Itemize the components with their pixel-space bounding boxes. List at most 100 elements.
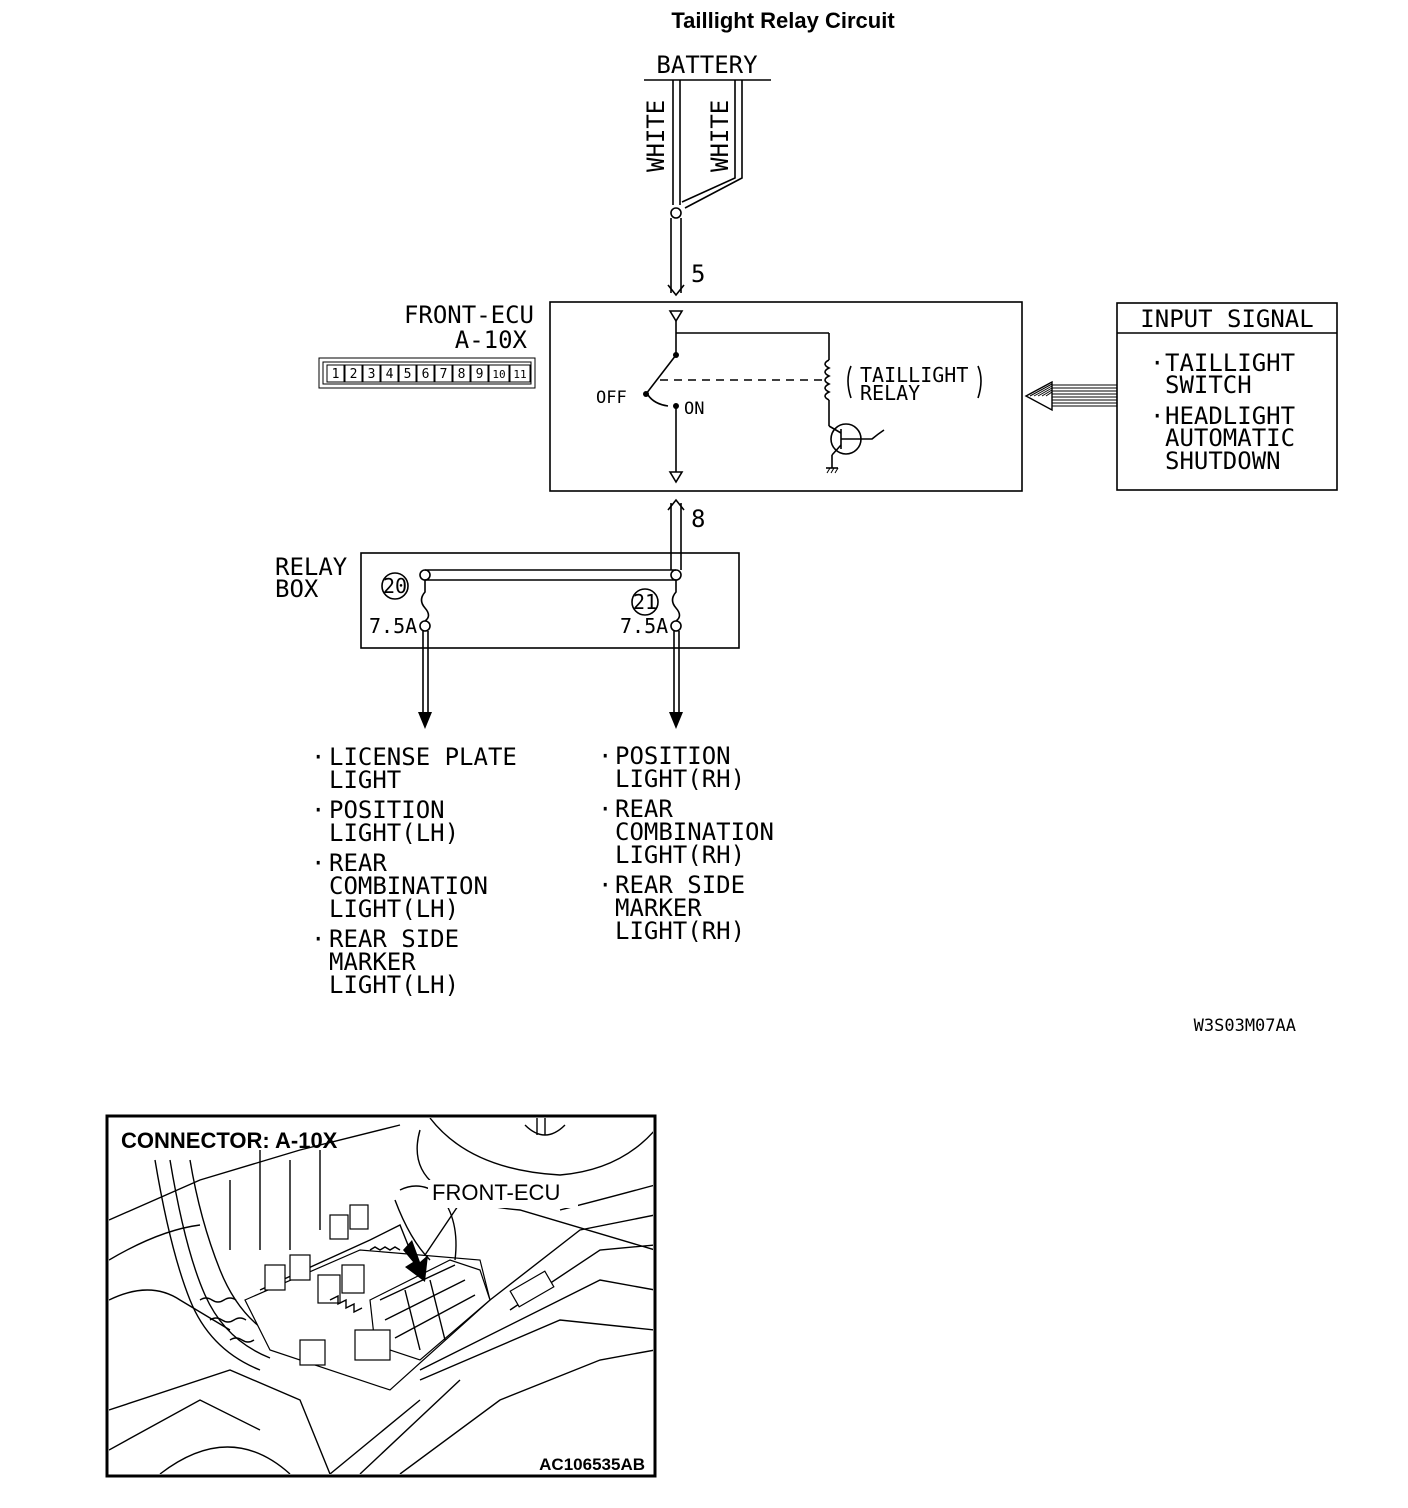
loads-right: ·POSITIONLIGHT(RH)·REARCOMBINATIONLIGHT(…: [598, 742, 774, 945]
connector-pin-cell: [362, 364, 381, 383]
transistor-emitter: [831, 444, 842, 456]
splice-point: [670, 207, 682, 219]
ground-hatch-3: [834, 467, 839, 474]
input-signal-section: INPUT SIGNAL · TAILLIGHT SWITCH · HEADLI…: [1024, 302, 1338, 491]
illustration-drawing: [109, 1118, 653, 1474]
load-bullet: ·: [598, 795, 612, 823]
battery-wire-d: [684, 80, 743, 209]
relay-box-label-2: BOX: [275, 575, 319, 603]
diagram-title: Taillight Relay Circuit: [671, 8, 895, 33]
fuse-20: [420, 580, 430, 622]
figure-code-1: W3S03M07AA: [1194, 1016, 1296, 1036]
relay-label-1: TAILLIGHT: [860, 363, 968, 387]
load-item-line: LIGHT(RH): [615, 765, 745, 793]
load-item-line: MARKER: [329, 948, 416, 976]
ecu-top-terminal: [668, 310, 684, 323]
terminal-bottom: 8: [691, 505, 705, 533]
battery-label: BATTERY: [656, 51, 758, 79]
output-right-arrow: [669, 712, 683, 729]
fuse-21-number: 21: [633, 590, 657, 614]
load-item-line: LIGHT(RH): [615, 917, 745, 945]
relay-box: [360, 552, 740, 649]
load-item-line: COMBINATION: [615, 818, 774, 846]
connector-pin-number: 3: [368, 367, 376, 382]
connector-pin-cell: [398, 364, 417, 383]
input-item-2-line-2: AUTOMATIC: [1165, 424, 1295, 452]
transistor-base-lead: [841, 429, 885, 440]
load-item-line: MARKER: [615, 894, 702, 922]
load-item-line: POSITION: [615, 742, 731, 770]
wire-color-left: WHITE: [642, 100, 670, 172]
switch-off-label: OFF: [596, 388, 627, 408]
connector-face-outer: [318, 357, 536, 389]
load-bullet: ·: [311, 925, 325, 953]
connector-face-inner: [322, 361, 532, 385]
figure-code-2: AC106535AB: [539, 1455, 645, 1474]
connector-pin-number: 9: [476, 367, 484, 382]
load-bullet: ·: [311, 743, 325, 771]
load-item-line: REAR: [615, 795, 673, 823]
fuse-21-rating: 7.5A: [620, 614, 668, 638]
load-bullet: ·: [311, 796, 325, 824]
transistor-collector: [828, 425, 842, 434]
connector-pin-cell: [452, 364, 471, 383]
input-item-2-line-3: SHUTDOWN: [1165, 447, 1281, 475]
fuse-21: [671, 580, 681, 622]
connector-box-title: CONNECTOR: A-10X: [121, 1128, 338, 1153]
input-signal-header: INPUT SIGNAL: [1140, 305, 1313, 333]
fuse-20-terminal: [419, 620, 431, 632]
callout-bg: [428, 1180, 578, 1208]
load-item-line: LIGHT(LH): [329, 819, 459, 847]
load-item-line: COMBINATION: [329, 872, 488, 900]
signal-hatch: [1041, 389, 1053, 397]
connector-pin-number: 1: [332, 367, 340, 382]
load-item-line: REAR SIDE: [329, 925, 459, 953]
input-item-1-line-2: SWITCH: [1165, 371, 1252, 399]
load-item-line: LIGHT: [329, 766, 401, 794]
harness-bottom: 8: [667, 498, 705, 570]
battery-wire-c: [681, 80, 736, 203]
load-bullet: ·: [311, 849, 325, 877]
bus-node-right: [670, 569, 682, 581]
connector-pin-cell: [416, 364, 435, 383]
connector-pin-number: 10: [492, 368, 505, 381]
signal-hatch: [1045, 391, 1053, 397]
load-item-line: REAR: [329, 849, 387, 877]
ground-hatch-2: [830, 467, 835, 474]
loads-left: ·LICENSE PLATELIGHT·POSITIONLIGHT(LH)·RE…: [311, 743, 517, 999]
ground-hatch-1: [826, 467, 831, 474]
wire-color-right: WHITE: [706, 100, 734, 172]
load-item-line: REAR SIDE: [615, 871, 745, 899]
ecu-bottom-terminal: [668, 471, 684, 484]
load-item-line: LICENSE PLATE: [329, 743, 517, 771]
input-item-1-line-1: TAILLIGHT: [1165, 349, 1295, 377]
switch-blade: [645, 354, 677, 395]
terminal-top: 5: [691, 260, 705, 288]
bus-node-left: [419, 569, 431, 581]
bullet-1: ·: [1150, 349, 1164, 377]
code-bg: [520, 1452, 650, 1474]
fuse-21-terminal: [670, 620, 682, 632]
fuse-20-number: 20: [383, 574, 407, 598]
input-item-2-line-1: HEADLIGHT: [1165, 402, 1295, 430]
load-item-line: POSITION: [329, 796, 445, 824]
output-left-arrow: [418, 712, 432, 729]
load-item-line: LIGHT(LH): [329, 971, 459, 999]
connector-pin-cell: [470, 364, 489, 383]
connector-pin-cell: [344, 364, 363, 383]
connector-pin-cell: [326, 364, 345, 383]
switch-on-label: ON: [684, 399, 704, 419]
relay-label-2: RELAY: [860, 381, 920, 405]
connector-location-illustration: CONNECTOR: A-10X FRONT-ECU AC106535AB: [105, 1114, 657, 1478]
connector-pin-number: 4: [386, 367, 394, 382]
ecu-box: [549, 301, 1023, 492]
fuse-20-rating: 7.5A: [369, 614, 417, 638]
bullet-2: ·: [1150, 402, 1164, 430]
load-bullet: ·: [598, 742, 612, 770]
signal-hatch: [1037, 387, 1053, 397]
fuse-21-badge: [631, 588, 659, 616]
connector-pin-cell: [509, 364, 531, 383]
relay-box-section: RELAY BOX 20 21 7.5A 7.5A: [275, 552, 740, 729]
